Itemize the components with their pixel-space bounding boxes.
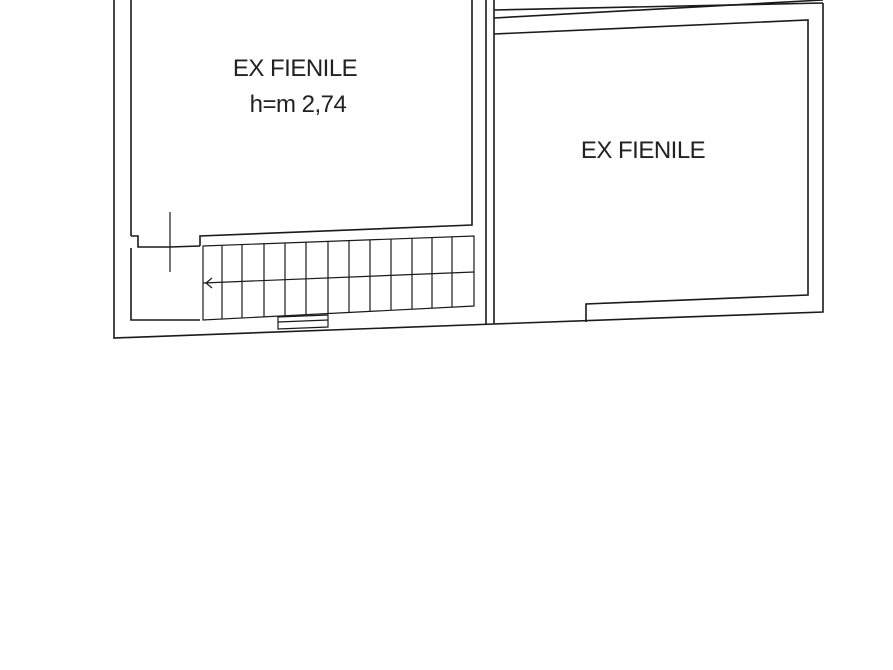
left-room-walls — [113, 0, 495, 339]
right-room-walls — [493, 0, 824, 325]
staircase — [202, 235, 475, 321]
left-room-name: EX FIENILE — [233, 55, 357, 82]
right-room-name: EX FIENILE — [581, 137, 705, 164]
left-room-height: h=m 2,74 — [250, 91, 347, 118]
threshold — [277, 314, 329, 330]
